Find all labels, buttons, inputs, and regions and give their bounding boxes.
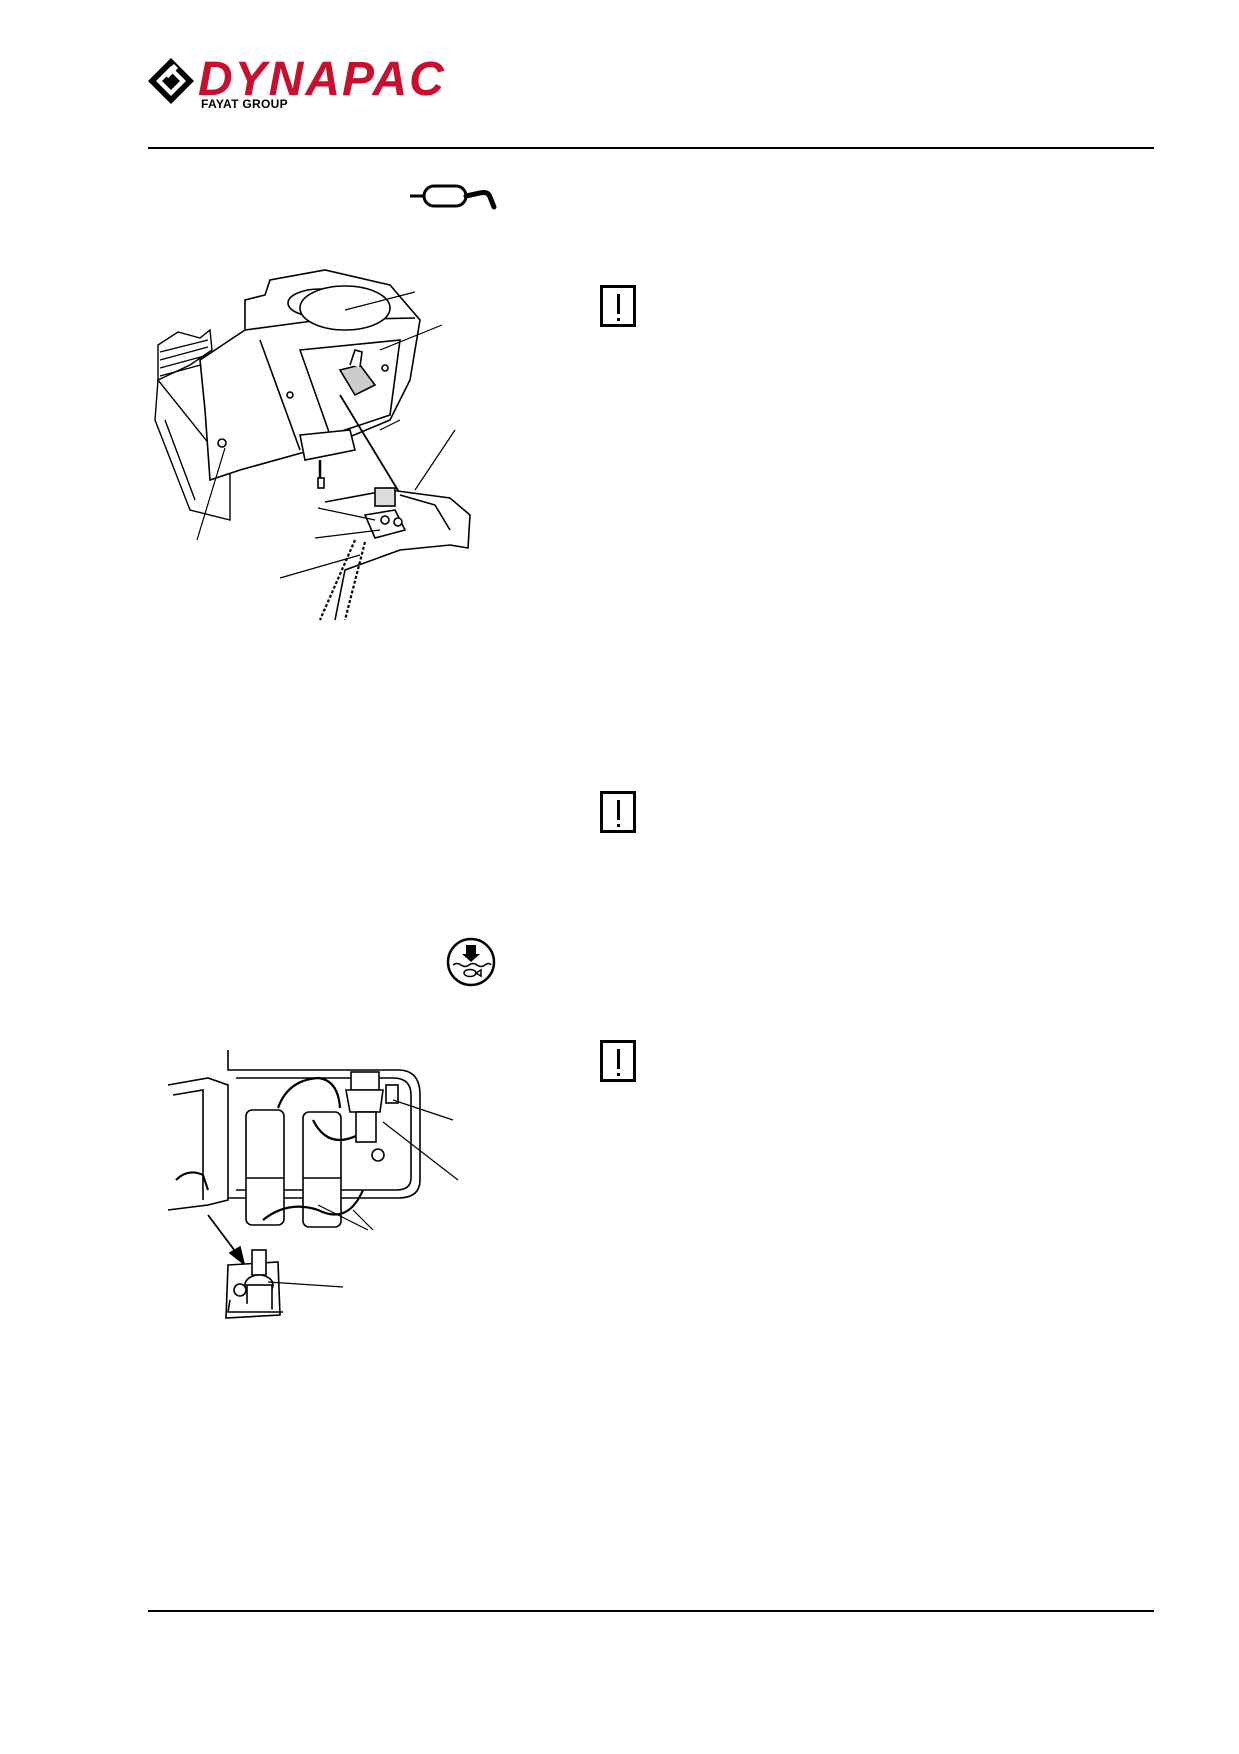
brand-subtitle: FAYAT GROUP xyxy=(201,97,288,111)
housing xyxy=(199,269,421,489)
exhaust-icon xyxy=(410,184,497,210)
footer-rule xyxy=(148,1610,1154,1612)
filter-cylinders xyxy=(245,1109,342,1228)
warning-icon xyxy=(600,1040,636,1082)
fuel-filter-water-icon xyxy=(446,937,496,987)
bellows-hose xyxy=(154,328,231,521)
callout-lines xyxy=(267,1099,459,1288)
warning-icon xyxy=(600,791,636,833)
exhaust-pipe xyxy=(318,487,471,621)
warning-icon xyxy=(600,285,636,327)
brand-name: DYNAPAC xyxy=(198,53,446,106)
logo-mark-icon xyxy=(148,58,194,104)
drain-valve xyxy=(225,1249,283,1319)
figure-fuel-filter-assembly xyxy=(167,1050,459,1319)
fuel-filter xyxy=(345,1071,399,1162)
header-rule xyxy=(148,147,1154,149)
callout-lines xyxy=(196,291,456,579)
figure-exhaust-assembly xyxy=(154,269,471,621)
